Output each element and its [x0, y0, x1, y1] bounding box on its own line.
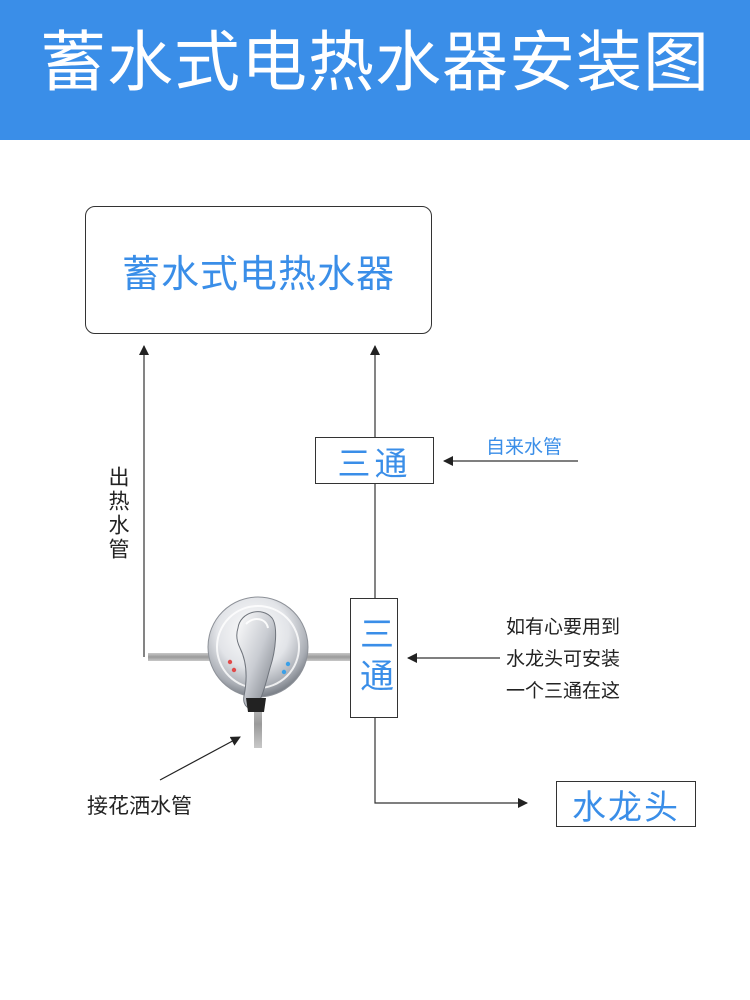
tee-bottom-box: 三通 — [350, 598, 398, 718]
note-line-3: 一个三通在这 — [506, 680, 621, 702]
valve-pipe-left — [148, 653, 216, 661]
note-line-1: 如有心要用到 — [506, 616, 621, 638]
faucet-label: 水龙头 — [572, 787, 680, 828]
mixing-valve-icon — [207, 596, 309, 712]
valve-pipe-bottom — [254, 700, 262, 748]
note-line-2: 水龙头可安装 — [506, 648, 621, 670]
faucet-box: 水龙头 — [556, 781, 696, 828]
page-title: 蓄水式电热水器安装图 — [40, 24, 710, 101]
tee-top-box: 三通 — [315, 437, 434, 484]
heater-box: 蓄水式电热水器 — [85, 206, 432, 334]
heater-label: 蓄水式电热水器 — [121, 251, 395, 296]
shower-pipe-label: 接花洒水管 — [87, 794, 192, 818]
faucet-line — [374, 718, 528, 808]
shower-arrow — [159, 736, 241, 781]
tee-top-label: 三通 — [337, 443, 412, 483]
valve-pipe-right — [300, 653, 350, 661]
tap-water-pipe-label: 自来水管 — [486, 436, 563, 458]
hot-water-out-label: 出热水管 — [106, 466, 130, 562]
header-banner: 蓄水式电热水器安装图 — [0, 0, 750, 140]
tee-bottom-label: 三通 — [353, 616, 394, 700]
